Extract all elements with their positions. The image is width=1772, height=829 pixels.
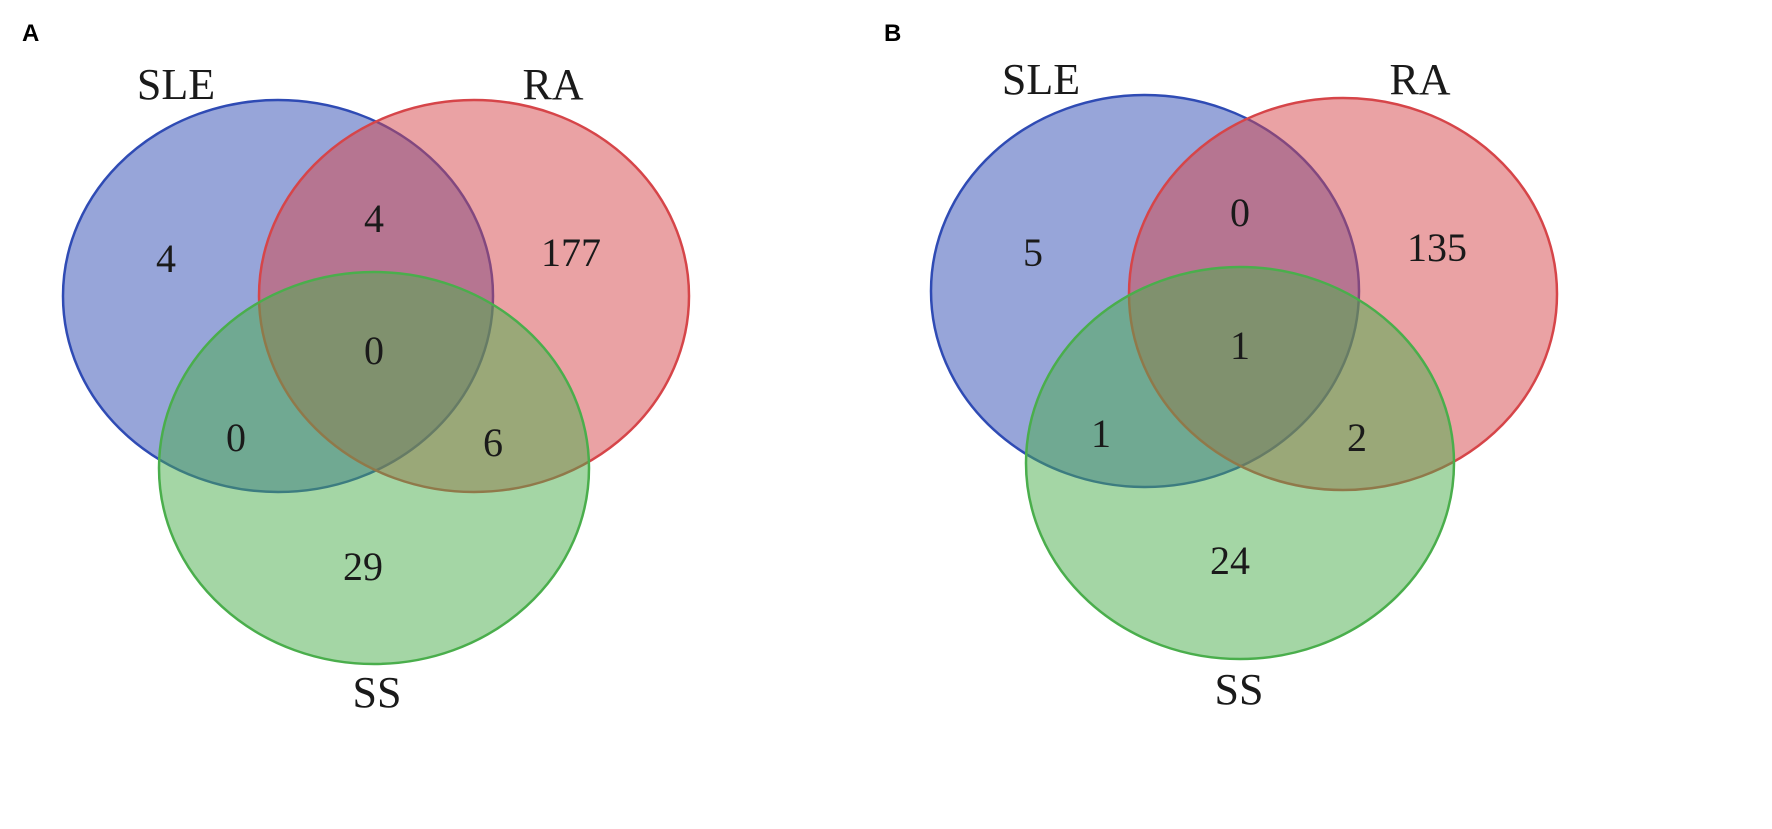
panel-a-ra-label: RA <box>522 60 583 109</box>
panel-a-count-ra-ss: 6 <box>483 420 503 465</box>
panel-a-ss-circle <box>157 270 591 666</box>
panel-a-letter: A <box>22 20 39 47</box>
panel-b-count-ra-only: 135 <box>1407 225 1467 270</box>
panel-b: B SLE RA SS 5 0 135 1 1 2 24 <box>884 20 1559 714</box>
panel-a-count-ss-only: 29 <box>343 544 383 589</box>
panel-a-ss-label: SS <box>353 668 402 717</box>
panel-b-count-sle-ra: 0 <box>1230 190 1250 235</box>
panel-a-count-sle-ra: 4 <box>364 196 384 241</box>
panel-b-sle-label: SLE <box>1002 55 1080 104</box>
panel-b-ra-label: RA <box>1389 55 1450 104</box>
panel-a: A SLE RA SS 4 4 177 0 0 6 29 <box>22 20 691 717</box>
panel-b-count-sle-ss: 1 <box>1091 411 1111 456</box>
panel-a-count-sle-only: 4 <box>156 236 176 281</box>
panel-b-ss-circle <box>1024 265 1456 661</box>
panel-b-count-ra-ss: 2 <box>1347 415 1367 460</box>
panel-b-letter: B <box>884 20 901 47</box>
panel-b-count-ss-only: 24 <box>1210 538 1250 583</box>
panel-a-sle-label: SLE <box>137 60 215 109</box>
panel-a-count-all: 0 <box>364 328 384 373</box>
panel-b-count-all: 1 <box>1230 323 1250 368</box>
panel-b-ss-label: SS <box>1215 665 1264 714</box>
panel-b-count-sle-only: 5 <box>1023 230 1043 275</box>
panel-a-count-sle-ss: 0 <box>226 415 246 460</box>
panel-a-count-ra-only: 177 <box>541 230 601 275</box>
